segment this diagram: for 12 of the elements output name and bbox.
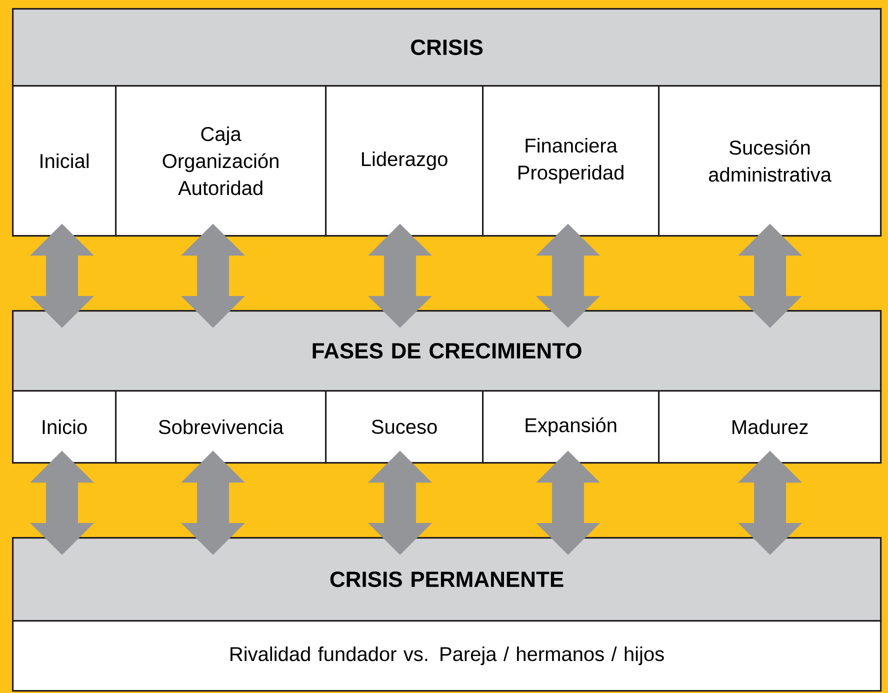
header-band: FASES DE CRECIMIENTO — [12, 310, 882, 392]
text-cell: Rivalidad fundador vs. Pareja / hermanos / hijos — [12, 620, 882, 692]
header-band: CRISIS PERMANENTE — [12, 537, 882, 622]
text-cell: Sucesión administrativa — [658, 85, 882, 237]
text-cell: Expansión — [482, 390, 660, 464]
text-cell: Inicio — [12, 390, 117, 464]
text-cell: Inicial — [12, 85, 117, 237]
text-cell: Madurez — [658, 390, 882, 464]
text-cell: Financiera Prosperidad — [482, 85, 660, 237]
header-band: CRISIS — [12, 8, 882, 87]
text-cell: Suceso — [325, 390, 484, 464]
text-cell: Liderazgo — [325, 85, 484, 237]
